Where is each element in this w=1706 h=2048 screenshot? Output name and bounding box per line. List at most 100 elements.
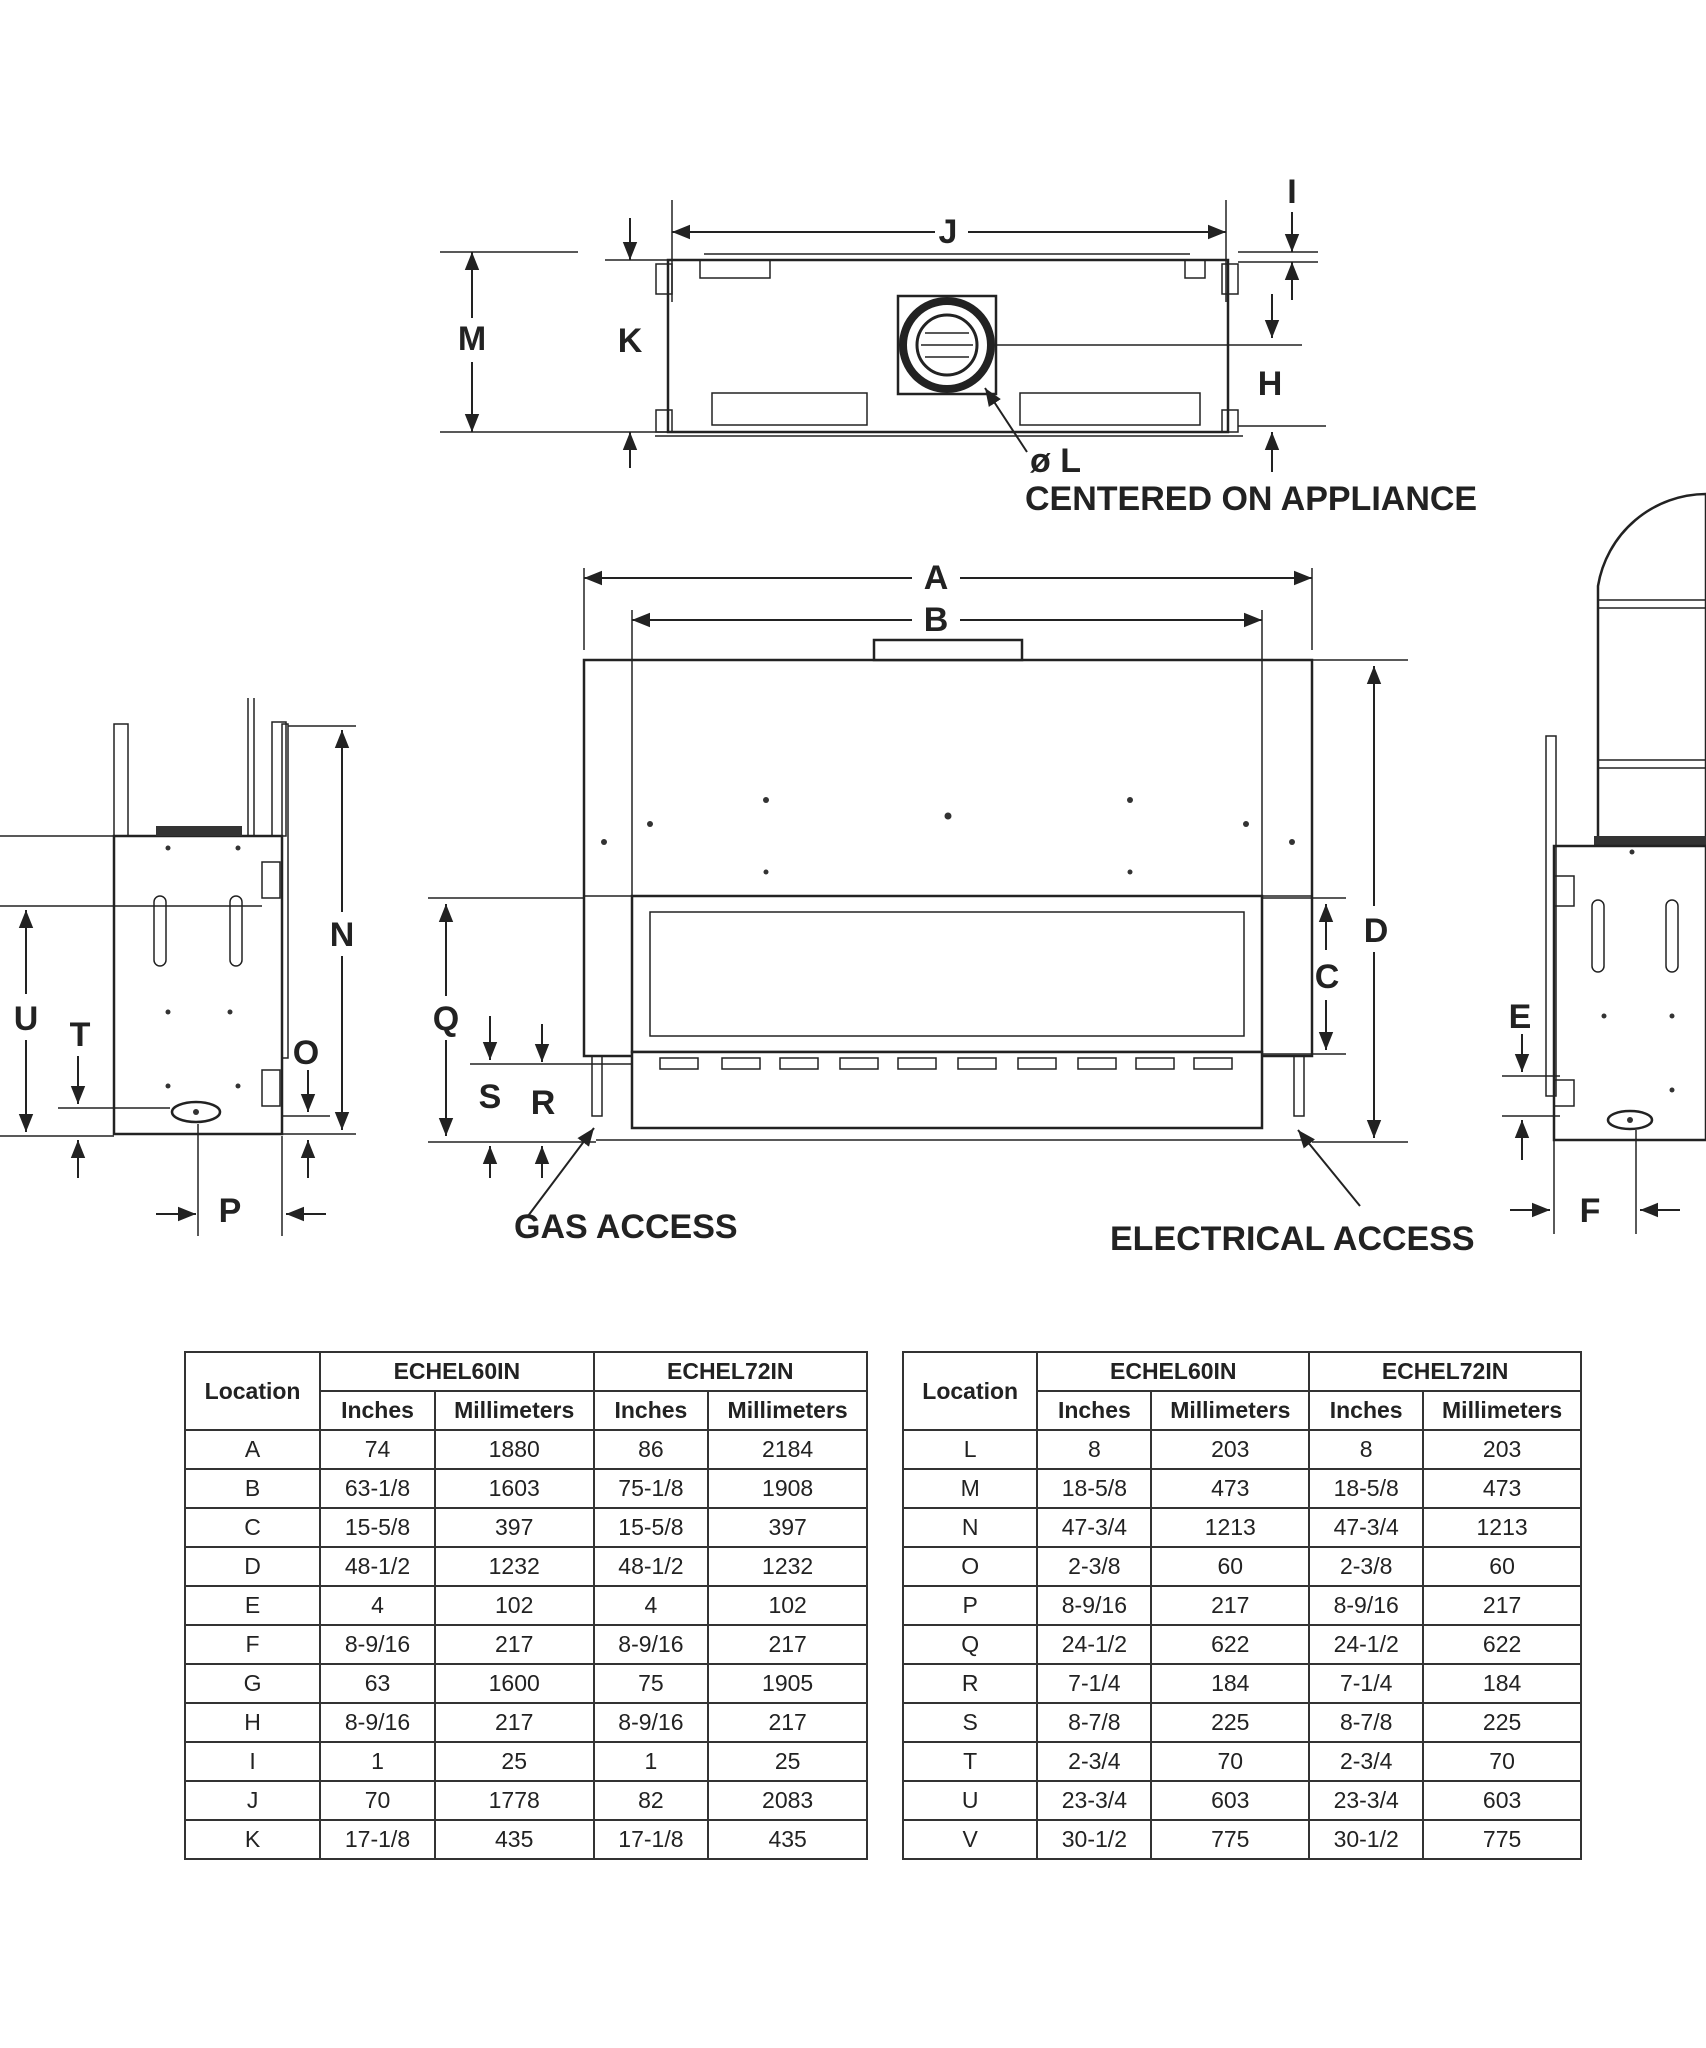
dimension-table-1: Location ECHEL60IN ECHEL72IN Inches Mill… [183, 1351, 869, 1860]
location-cell: Q [901, 1624, 1039, 1665]
location-cell: O [901, 1546, 1039, 1587]
location-cell: F [183, 1624, 322, 1665]
dimension-cell: 75 [592, 1663, 710, 1704]
dimension-cell: 25 [707, 1741, 868, 1782]
location-cell: J [183, 1780, 322, 1821]
centered-on-appliance-note: CENTERED ON APPLIANCE [1025, 480, 1477, 518]
right-side-view: E F [1502, 492, 1706, 1234]
dimension-cell: 17-1/8 [592, 1819, 710, 1860]
dimension-cell: 18-5/8 [1308, 1468, 1425, 1509]
location-cell: E [183, 1585, 322, 1626]
dimension-cell: 217 [433, 1702, 595, 1743]
dimension-cell: 47-3/4 [1308, 1507, 1425, 1548]
dimension-cell: 63 [319, 1663, 436, 1704]
location-cell: S [901, 1702, 1039, 1743]
dimension-cell: 8-9/16 [319, 1624, 436, 1665]
dimension-cell: 473 [1150, 1468, 1311, 1509]
gas-access-note: GAS ACCESS [514, 1208, 738, 1246]
dimension-cell: 435 [433, 1819, 595, 1860]
location-cell: N [901, 1507, 1039, 1548]
dimension-cell: 2-3/8 [1036, 1546, 1153, 1587]
dimension-cell: 775 [1422, 1819, 1582, 1860]
unit-header: Inches [1036, 1390, 1153, 1431]
dimension-cell: 75-1/8 [592, 1468, 710, 1509]
dimension-cell: 1232 [433, 1546, 595, 1587]
location-cell: A [183, 1429, 322, 1470]
dimension-label-c: C [1315, 958, 1340, 996]
location-cell: I [183, 1741, 322, 1782]
unit-header: Millimeters [1150, 1390, 1311, 1431]
dimension-table-2: Location ECHEL60IN ECHEL72IN Inches Mill… [901, 1351, 1582, 1860]
dimension-cell: 8-7/8 [1036, 1702, 1153, 1743]
dimension-label-i: I [1287, 173, 1296, 211]
dimension-label-s: S [479, 1078, 502, 1116]
dimension-cell: 775 [1150, 1819, 1311, 1860]
dimension-label-k: K [618, 322, 643, 360]
dimension-cell: 15-5/8 [319, 1507, 436, 1548]
dimension-cell: 2083 [707, 1780, 868, 1821]
dimension-cell: 7-1/4 [1036, 1663, 1153, 1704]
dimension-cell: 1905 [707, 1663, 868, 1704]
dimension-cell: 60 [1150, 1546, 1311, 1587]
dimension-cell: 217 [433, 1624, 595, 1665]
dimension-cell: 622 [1150, 1624, 1311, 1665]
dimension-label-l: ø L [1030, 442, 1081, 480]
dimension-label-j: J [939, 213, 958, 251]
dimension-label-d: D [1364, 912, 1389, 950]
unit-header: Millimeters [707, 1390, 868, 1431]
dimension-label-n: N [330, 916, 355, 954]
dimension-cell: 8-7/8 [1308, 1702, 1425, 1743]
fireplace-dimension-diagram: J M K I H ø L CENTERED ON APPLIANCE [0, 173, 1706, 1258]
dimension-cell: 30-1/2 [1308, 1819, 1425, 1860]
dimension-cell: 8-9/16 [1036, 1585, 1153, 1626]
dimension-label-h: H [1258, 365, 1283, 403]
dimension-cell: 102 [433, 1585, 595, 1626]
dimension-label-o: O [293, 1034, 319, 1072]
dimension-label-t: T [70, 1016, 91, 1054]
dimension-cell: 1603 [433, 1468, 595, 1509]
dimension-label-b: B [924, 601, 949, 639]
model-header-echel60in: ECHEL60IN [319, 1351, 595, 1392]
dimension-cell: 70 [1422, 1741, 1582, 1782]
unit-header: Inches [592, 1390, 710, 1431]
dimension-cell: 25 [433, 1741, 595, 1782]
dimension-cell: 74 [319, 1429, 436, 1470]
model-header-echel72in: ECHEL72IN [1308, 1351, 1582, 1392]
dimension-cell: 217 [1150, 1585, 1311, 1626]
dimension-cell: 60 [1422, 1546, 1582, 1587]
location-cell: K [183, 1819, 322, 1860]
dimension-cell: 70 [319, 1780, 436, 1821]
location-cell: M [901, 1468, 1039, 1509]
location-cell: B [183, 1468, 322, 1509]
dimension-cell: 24-1/2 [1308, 1624, 1425, 1665]
dimension-cell: 217 [707, 1702, 868, 1743]
dimension-cell: 1600 [433, 1663, 595, 1704]
location-cell: P [901, 1585, 1039, 1626]
location-header: Location [183, 1351, 322, 1431]
location-cell: H [183, 1702, 322, 1743]
dimension-cell: 30-1/2 [1036, 1819, 1153, 1860]
dimension-cell: 7-1/4 [1308, 1663, 1425, 1704]
location-cell: U [901, 1780, 1039, 1821]
dimension-cell: 8 [1308, 1429, 1425, 1470]
dimension-cell: 2-3/4 [1036, 1741, 1153, 1782]
dimension-cell: 8-9/16 [592, 1702, 710, 1743]
dimension-cell: 217 [1422, 1585, 1582, 1626]
